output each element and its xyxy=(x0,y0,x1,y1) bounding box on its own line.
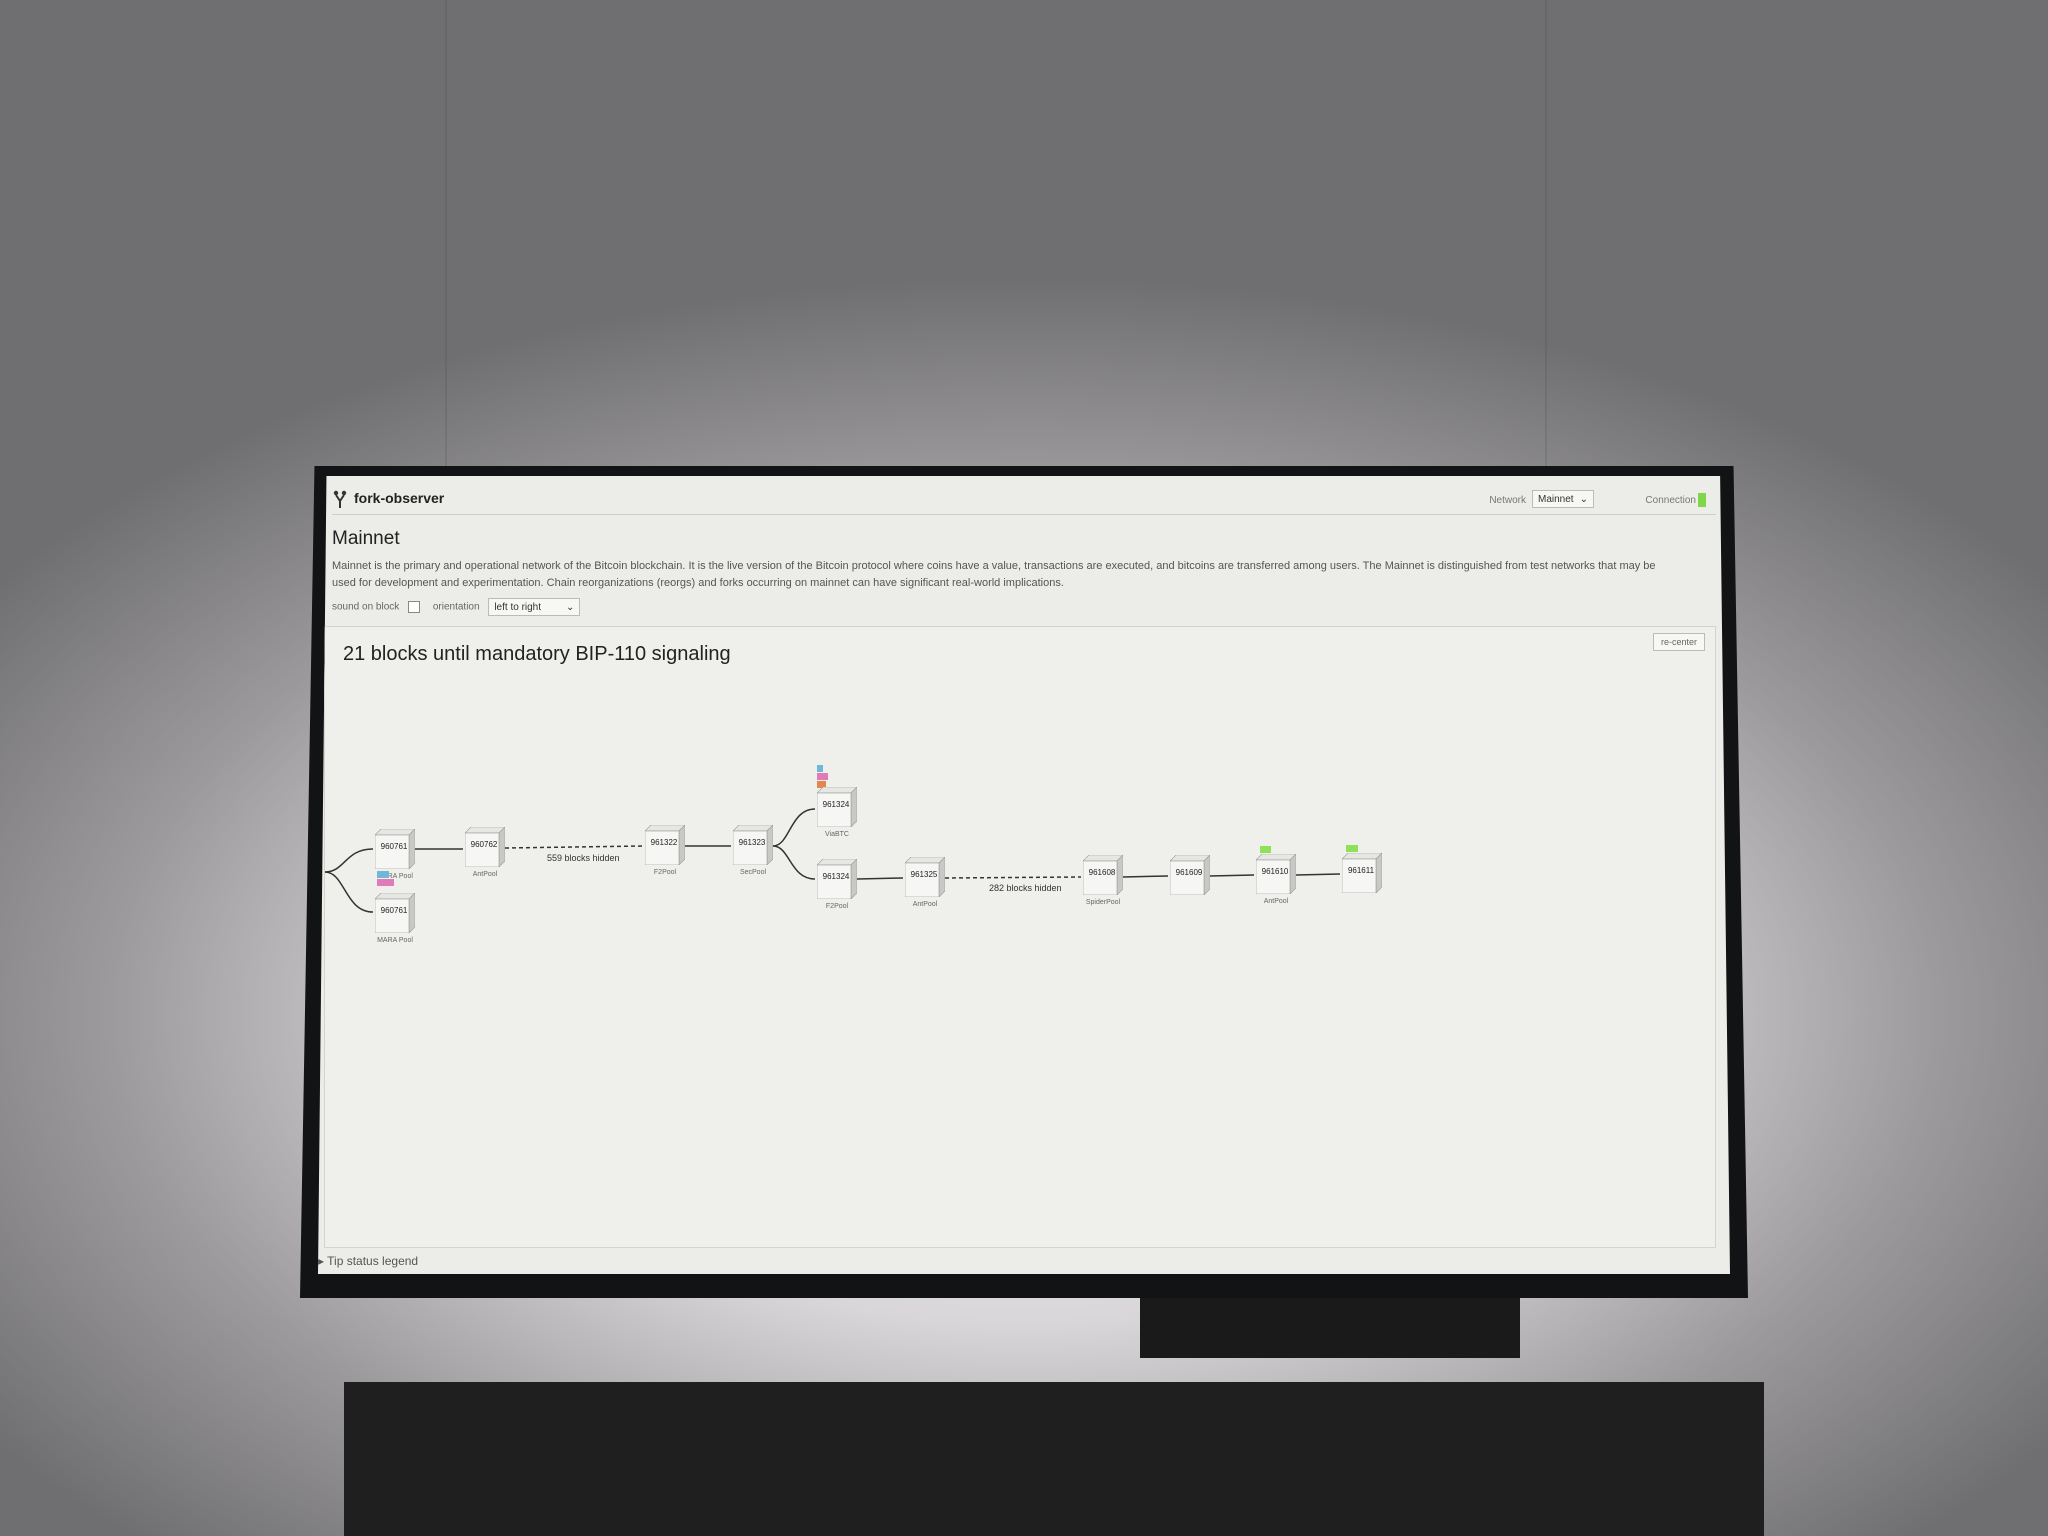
block-pool: ViaBTC xyxy=(825,831,849,838)
tip-status-legend-toggle[interactable]: ▸ Tip status legend xyxy=(318,1254,418,1268)
block-height: 961324 xyxy=(822,800,850,809)
tip-legend-label: Tip status legend xyxy=(327,1254,419,1268)
app-name[interactable]: fork-observer xyxy=(354,490,445,506)
chevron-down-icon: ⌄ xyxy=(565,602,575,613)
orientation-value: left to right xyxy=(494,602,542,613)
block-cube-icon xyxy=(733,825,773,865)
monitor-stand xyxy=(1140,1298,1520,1358)
connection-label: Connection xyxy=(1645,495,1696,506)
block-cube-icon xyxy=(817,859,857,899)
tip-status-badge xyxy=(1346,845,1359,852)
graph-edges xyxy=(325,808,1341,913)
block-cube-icon xyxy=(645,825,685,865)
block-cube-icon xyxy=(905,857,945,897)
block-cube-icon xyxy=(817,787,857,827)
app-header: fork-observer Network Mainnet ⌄ Connecti… xyxy=(332,486,1716,515)
recenter-button[interactable]: re-center xyxy=(1653,633,1705,651)
connection-status-indicator xyxy=(1698,493,1706,507)
block-height: 960761 xyxy=(380,906,408,915)
network-description: Mainnet is the primary and operational n… xyxy=(332,560,1656,589)
monitor-screen: fork-observer Network Mainnet ⌄ Connecti… xyxy=(318,476,1730,1274)
block-height: 961609 xyxy=(1175,868,1203,877)
block-cube-icon xyxy=(1342,853,1382,893)
block-pool: SpiderPool xyxy=(1085,899,1121,906)
block-pool: AntPool xyxy=(1263,898,1289,905)
desk-surface xyxy=(344,1382,1764,1536)
tip-status-badge xyxy=(377,879,395,886)
hidden-blocks-label[interactable]: 282 blocks hidden xyxy=(989,883,1062,893)
wall-seam xyxy=(445,0,447,470)
chevron-down-icon: ⌄ xyxy=(1579,494,1588,505)
block-cube-icon xyxy=(1083,855,1123,895)
block-cube-icon xyxy=(1256,854,1296,894)
fork-logo-icon xyxy=(333,490,347,508)
controls-row: sound on block orientation left to right… xyxy=(332,598,581,616)
block-cube-icon xyxy=(465,827,505,867)
block-height: 961608 xyxy=(1088,868,1116,877)
tip-status-badge xyxy=(817,781,827,788)
tip-status-badge xyxy=(1260,846,1271,853)
tip-status-badge xyxy=(817,773,828,780)
hidden-blocks-label[interactable]: 559 blocks hidden xyxy=(547,853,620,863)
bip-banner: 21 blocks until mandatory BIP-110 signal… xyxy=(343,643,731,665)
block-pool: AntPool xyxy=(912,901,938,908)
block-height: 961611 xyxy=(1347,866,1375,875)
block-pool: MARA Pool xyxy=(377,937,413,944)
block-height: 960762 xyxy=(470,840,498,849)
block-pool: SecPool xyxy=(739,869,767,876)
block-pool: F2Pool xyxy=(825,903,849,910)
block-cube-icon xyxy=(375,829,415,869)
sound-label: sound on block xyxy=(332,601,400,613)
block-height: 961325 xyxy=(910,870,938,879)
block-height: 961323 xyxy=(738,838,766,847)
block-pool: MARA Pool xyxy=(377,873,413,880)
triangle-right-icon: ▸ xyxy=(318,1254,328,1268)
block-pool: AntPool xyxy=(472,871,498,878)
network-label: Network xyxy=(1489,495,1526,506)
page-title: Mainnet xyxy=(332,528,400,549)
orientation-select[interactable]: left to right ⌄ xyxy=(488,598,581,616)
block-cube-icon xyxy=(1170,855,1210,895)
fork-graph-panel[interactable]: re-center 21 blocks until mandatory BIP-… xyxy=(324,626,1716,1248)
block-cube-icon xyxy=(375,893,415,933)
tip-status-badge xyxy=(817,765,823,772)
network-select[interactable]: Mainnet ⌄ xyxy=(1532,490,1594,508)
block-height: 961324 xyxy=(822,872,850,881)
tip-status-badge xyxy=(377,871,390,878)
block-height: 961322 xyxy=(650,838,678,847)
orientation-label: orientation xyxy=(432,601,480,613)
sound-checkbox[interactable] xyxy=(408,601,421,613)
block-height: 960761 xyxy=(380,842,408,851)
block-height: 961610 xyxy=(1261,867,1289,876)
block-pool: F2Pool xyxy=(653,869,677,876)
wall-seam xyxy=(1545,0,1547,470)
network-value: Mainnet xyxy=(1538,494,1574,505)
